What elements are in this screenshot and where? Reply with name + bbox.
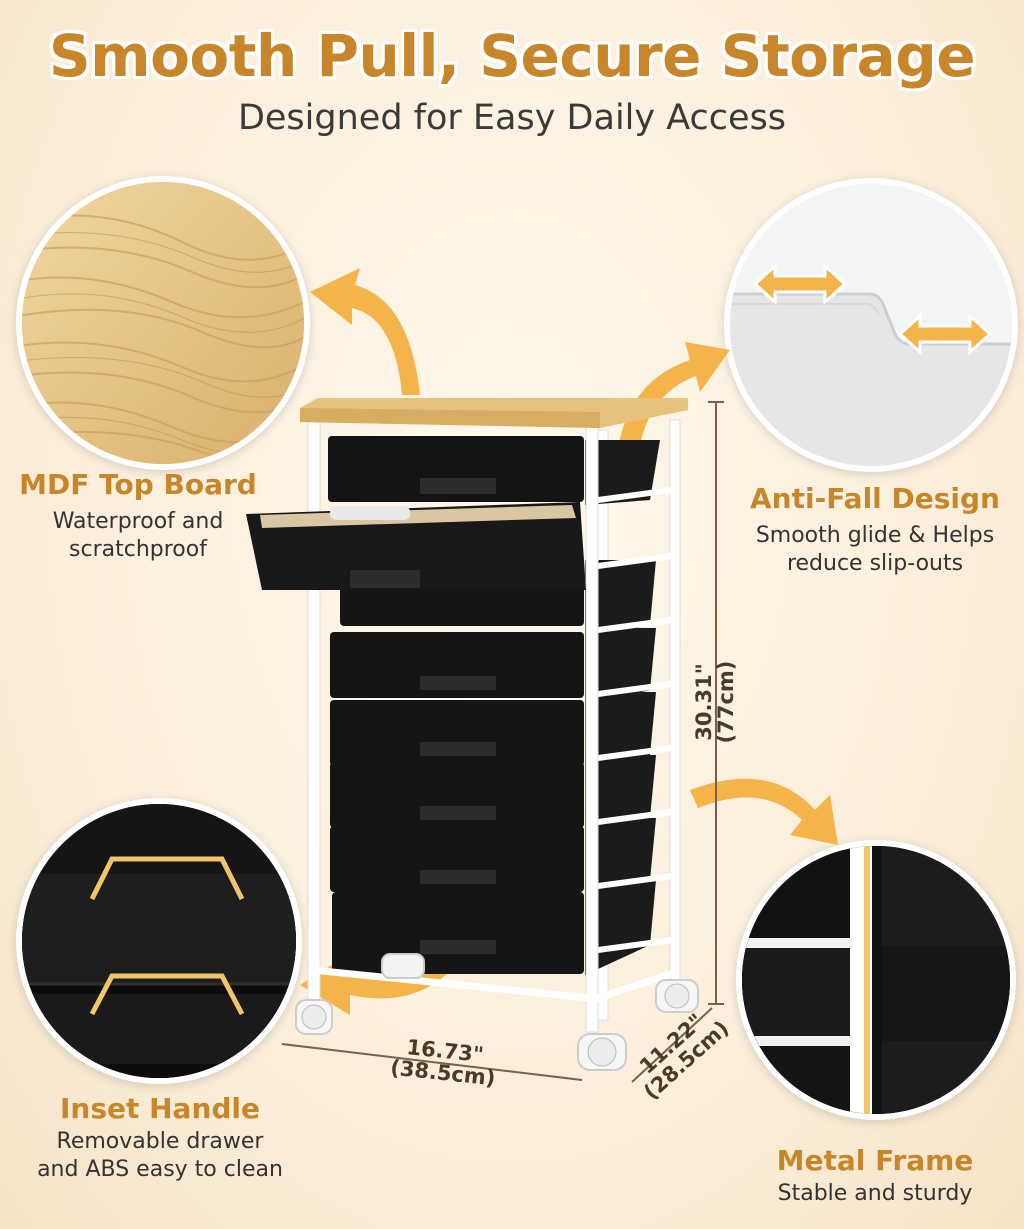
callout-arrow-anti-fall	[615, 342, 730, 485]
wood-grain-detail-image	[16, 176, 310, 470]
metal-frame-desc: Stable and sturdy	[777, 1181, 973, 1206]
metal-frame-title: Metal Frame	[776, 1144, 974, 1177]
inset-handle-desc-line1: Removable drawer	[56, 1129, 264, 1154]
anti-fall-desc-line2: reduce slip-outs	[786, 551, 964, 576]
page-title: Smooth Pull, Secure Storage	[48, 22, 976, 90]
top-board-desc-line2: scratchproof	[69, 537, 207, 562]
height-dimension-label: 30.31" (77cm)	[692, 660, 738, 744]
top-board-desc-line1: Waterproof and	[52, 509, 224, 534]
width-dimension-line	[281, 1043, 583, 1081]
anti-fall-title: Anti-Fall Design	[749, 482, 1000, 515]
mdf-top-board	[300, 398, 688, 428]
metal-frame-detail-image	[736, 840, 1016, 1120]
callout-arrow-top-board	[310, 268, 420, 395]
page-subtitle: Designed for Easy Daily Access	[237, 98, 787, 138]
depth-dimension-line	[631, 1007, 713, 1083]
callout-arrow-frame	[690, 778, 838, 845]
drawer-rail-detail-image	[724, 178, 1018, 472]
inset-handle-detail-image	[16, 798, 302, 1084]
drawer-fronts	[246, 436, 586, 974]
inset-handle-title: Inset Handle	[59, 1092, 261, 1125]
inset-handle-desc-line2: and ABS easy to clean	[37, 1157, 283, 1182]
anti-fall-desc-line1: Smooth glide & Helps	[755, 523, 995, 548]
caster-wheels	[295, 953, 699, 1071]
top-board-title: MDF Top Board	[19, 468, 257, 501]
double-arrow-icon	[752, 262, 993, 356]
